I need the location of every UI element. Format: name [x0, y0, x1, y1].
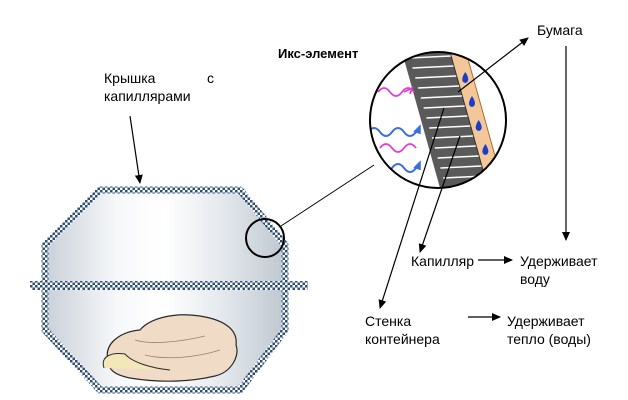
label-holds-heat-2: тепло (воды) — [507, 331, 591, 347]
capillary-stripe — [415, 75, 457, 79]
focus-circle — [245, 218, 285, 258]
label-capillary: Капилляр — [411, 253, 475, 269]
capillary-stripe — [423, 105, 465, 109]
capillary-stripe — [434, 145, 476, 149]
label-x-element: Икс-элемент — [278, 46, 359, 61]
label-holds-heat-1: Удерживает — [507, 313, 585, 329]
container-rim — [30, 281, 308, 290]
label-holds-water-2: воду — [520, 271, 550, 287]
x-element-zoom — [369, 51, 507, 189]
container-lid — [41, 186, 289, 282]
label-wall-2: контейнера — [365, 331, 440, 347]
capillary-stripe — [409, 55, 451, 59]
food-item — [102, 314, 238, 382]
label-holds-water-1: Удерживает — [520, 253, 598, 269]
capillary-stripe — [431, 135, 474, 139]
arrows — [129, 37, 570, 321]
capillary-stripe — [440, 165, 482, 169]
capillary-stripe — [418, 85, 460, 89]
water-drop-icon — [482, 144, 489, 155]
water-drop-icon — [462, 72, 469, 83]
water-drop-icon — [475, 120, 482, 131]
capillary-stripe — [429, 125, 471, 129]
label-lid-word1: Крышка — [104, 70, 156, 86]
capillary-stripe — [437, 155, 479, 159]
capillary-stripe — [412, 65, 454, 69]
zoom-connector-line — [280, 164, 375, 227]
label-wall-1: Стенка — [365, 313, 412, 329]
label-lid-line2: капиллярами — [104, 88, 191, 104]
capillary-stripe — [420, 95, 462, 99]
water-drop-icon — [468, 96, 475, 107]
capillary-stripe — [426, 115, 468, 119]
label-lid-word2: с — [207, 70, 214, 86]
label-paper: Бумага — [537, 22, 583, 38]
